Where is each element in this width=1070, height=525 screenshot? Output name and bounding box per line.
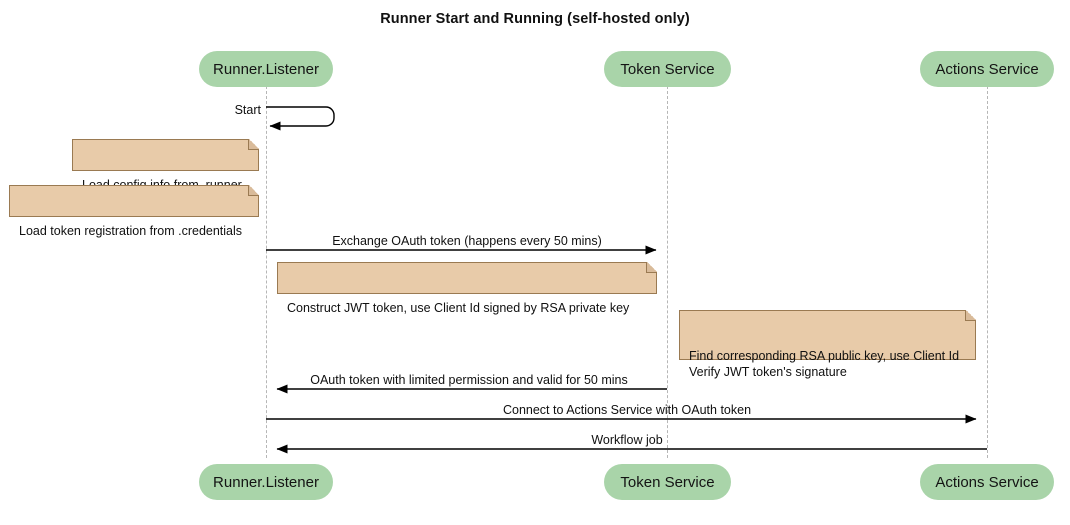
note-text: Load token registration from .credential…: [19, 224, 243, 238]
diagram-title: Runner Start and Running (self-hosted on…: [380, 11, 690, 27]
participant-label: Token Service: [620, 60, 715, 78]
participant-label: Token Service: [620, 473, 715, 491]
note-fold-corner-icon: [248, 185, 259, 196]
lifeline-actions: [987, 86, 988, 458]
message-label-exchange-oauth-token: Exchange OAuth token (happens every 50 m…: [332, 234, 602, 248]
message-label-connect-actions-service: Connect to Actions Service with OAuth to…: [502, 403, 752, 417]
participant-runner-bottom[interactable]: Runner.Listener: [199, 464, 333, 500]
note-text: Find corresponding RSA public key, use C…: [689, 349, 960, 379]
note-text: Construct JWT token, use Client Id signe…: [287, 301, 630, 315]
note-fold-corner-icon: [646, 262, 657, 273]
note-construct-jwt-token: Construct JWT token, use Client Id signe…: [277, 262, 657, 315]
participant-token-top[interactable]: Token Service: [604, 51, 731, 87]
lifeline-token: [667, 86, 668, 458]
message-label-workflow-job: Workflow job: [591, 433, 663, 447]
message-label-oauth-token-returned: OAuth token with limited permission and …: [310, 373, 628, 387]
note-verify-jwt-signature: Find corresponding RSA public key, use C…: [679, 310, 976, 379]
message-start-self-loop: [266, 106, 335, 131]
note-fold-corner-icon: [248, 139, 259, 150]
participant-token-bottom[interactable]: Token Service: [604, 464, 731, 500]
participant-label: Runner.Listener: [213, 60, 319, 78]
participant-label: Actions Service: [935, 60, 1039, 78]
message-label-start: Start: [234, 103, 261, 117]
note-fold-corner-icon: [965, 310, 976, 321]
note-load-token-registration: Load token registration from .credential…: [9, 185, 259, 238]
participant-label: Actions Service: [935, 473, 1039, 491]
participant-label: Runner.Listener: [213, 473, 319, 491]
participant-actions-top[interactable]: Actions Service: [920, 51, 1054, 87]
participant-runner-top[interactable]: Runner.Listener: [199, 51, 333, 87]
lifeline-runner: [266, 86, 267, 458]
note-load-config-info: Load config info from .runner: [72, 139, 259, 192]
participant-actions-bottom[interactable]: Actions Service: [920, 464, 1054, 500]
